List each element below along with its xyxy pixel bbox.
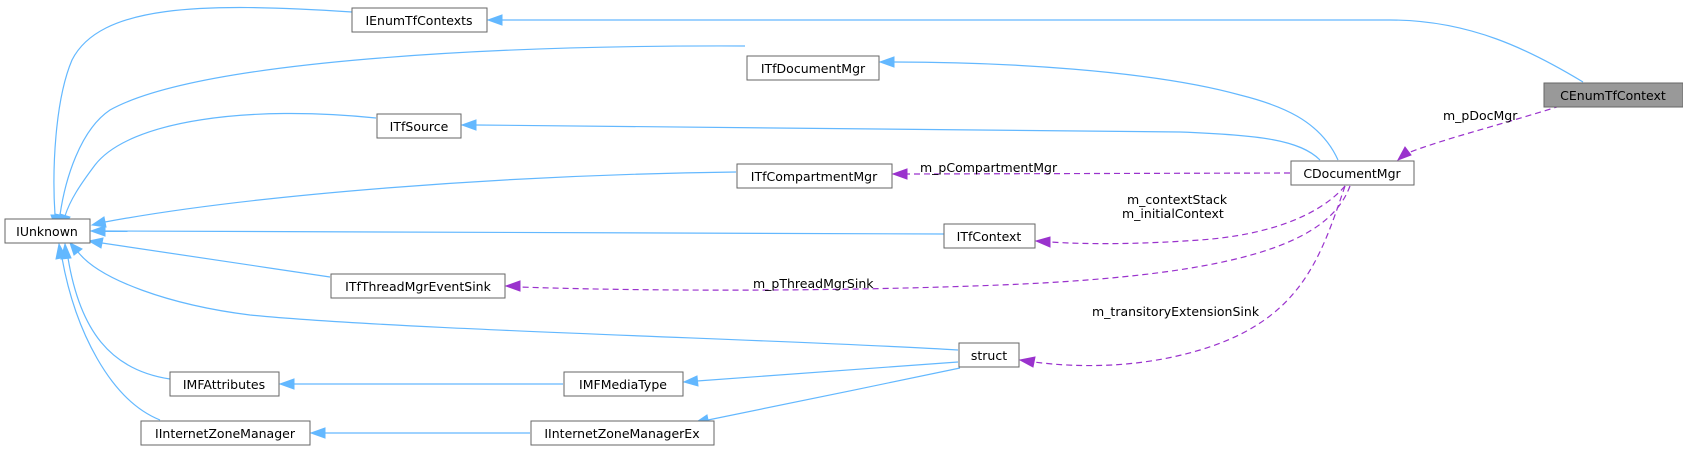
node-label: CDocumentMgr	[1303, 166, 1401, 181]
arrow-cdocumentmgr	[1396, 146, 1412, 161]
node-iunknown[interactable]: IUnknown	[4, 218, 91, 244]
edge-itfcontext-to-iunknown	[104, 230, 945, 235]
label-m-pcompartmentmgr: m_pCompartmentMgr	[920, 160, 1058, 175]
node-cdocumentmgr[interactable]: CDocumentMgr	[1290, 160, 1415, 186]
node-imfmediatype[interactable]: IMFMediaType	[563, 371, 684, 397]
node-label: CEnumTfContext	[1560, 88, 1666, 103]
arrow-itfcompartmentmgr	[891, 168, 908, 180]
node-struct[interactable]: struct	[958, 342, 1020, 368]
arrow-struct	[1018, 356, 1036, 368]
node-label: IEnumTfContexts	[365, 13, 472, 28]
node-iinternetzonemanagerex[interactable]: IInternetZoneManagerEx	[530, 420, 715, 446]
node-itfthreadmgreventsink[interactable]: ITfThreadMgrEventSink	[330, 273, 506, 299]
arrow-iunknown-4	[90, 216, 107, 228]
arrow-iunknown-7	[69, 242, 83, 256]
node-label: struct	[971, 348, 1007, 363]
node-ienumtfcontexts[interactable]: IEnumTfContexts	[351, 7, 488, 33]
node-label: IUnknown	[16, 224, 78, 239]
edge-cenumtfcontext-to-cdocumentmgr	[1407, 105, 1561, 154]
node-label: IInternetZoneManagerEx	[544, 426, 699, 441]
node-itfcontext[interactable]: ITfContext	[943, 223, 1036, 249]
edge-cdocumentmgr-to-struct	[1033, 185, 1346, 367]
label-m-initialcontext: m_initialContext	[1122, 206, 1224, 221]
edge-cdocumentmgr-to-itfcompartmentmgr	[906, 172, 1291, 175]
edge-iinternetzonemanager-to-iunknown	[61, 257, 161, 421]
node-label: ITfDocumentMgr	[761, 61, 866, 76]
node-label: ITfContext	[957, 229, 1022, 244]
arrow-imfattributes	[278, 378, 295, 390]
node-imfattributes[interactable]: IMFAttributes	[169, 371, 280, 397]
edge-struct-to-iinternetzonemanagerex	[707, 367, 961, 421]
node-label: IMFAttributes	[183, 377, 265, 392]
edge-itfthreadmgreventsink-to-iunknown	[101, 242, 331, 278]
edge-cdocumentmgr-to-itfthreadmgreventsink	[519, 185, 1351, 291]
edge-cdocumentmgr-to-itfsource	[475, 124, 1321, 161]
node-label: IInternetZoneManager	[155, 426, 296, 441]
node-itfsource[interactable]: ITfSource	[376, 113, 462, 139]
edge-struct-to-iunknown	[77, 251, 959, 351]
arrow-iunknown-9	[55, 242, 67, 260]
node-cenumtfcontext[interactable]: CEnumTfContext	[1543, 82, 1683, 108]
arrow-itfcontext	[1034, 236, 1051, 248]
arrow-imfmediatype	[682, 375, 699, 387]
label-m-contextstack: m_contextStack	[1127, 192, 1228, 207]
edge-itfdocumentmgr-to-iunknown	[59, 45, 746, 216]
arrow-iunknown-6	[87, 237, 104, 249]
node-label: IMFMediaType	[579, 377, 667, 392]
label-m-transitoryextensionsink: m_transitoryExtensionSink	[1092, 304, 1260, 319]
edge-struct-to-imfmediatype	[696, 361, 959, 382]
edge-imfattributes-to-iunknown	[67, 257, 171, 380]
arrow-iunknown-5	[89, 225, 106, 237]
arrow-iinternetzonemanager	[309, 427, 326, 439]
node-itfcompartmentmgr[interactable]: ITfCompartmentMgr	[736, 163, 893, 189]
edge-itfcompartmentmgr-to-iunknown	[104, 171, 737, 223]
arrow-itfsource	[460, 119, 477, 131]
arrow-itfdocumentmgr	[878, 56, 895, 68]
label-m-pdocmgr: m_pDocMgr	[1443, 108, 1518, 123]
edge-cenumtfcontext-to-ienumtfcontexts	[502, 19, 1584, 83]
edge-ienumtfcontexts-to-iunknown	[53, 6, 353, 216]
node-iinternetzonemanager[interactable]: IInternetZoneManager	[140, 420, 311, 446]
node-itfdocumentmgr[interactable]: ITfDocumentMgr	[746, 55, 880, 81]
label-m-pthreadmgrsink: m_pThreadMgrSink	[753, 276, 874, 291]
edge-cdocumentmgr-to-itfdocumentmgr	[893, 61, 1339, 161]
arrow-itfthreadmgreventsink	[504, 280, 521, 292]
node-label: ITfThreadMgrEventSink	[345, 279, 491, 294]
node-label: ITfCompartmentMgr	[751, 169, 878, 184]
node-label: ITfSource	[390, 119, 449, 134]
edge-itfsource-to-iunknown	[64, 112, 377, 217]
edge-cdocumentmgr-to-itfcontext	[1049, 185, 1346, 245]
arrow-ienumtfcontexts	[486, 14, 503, 26]
